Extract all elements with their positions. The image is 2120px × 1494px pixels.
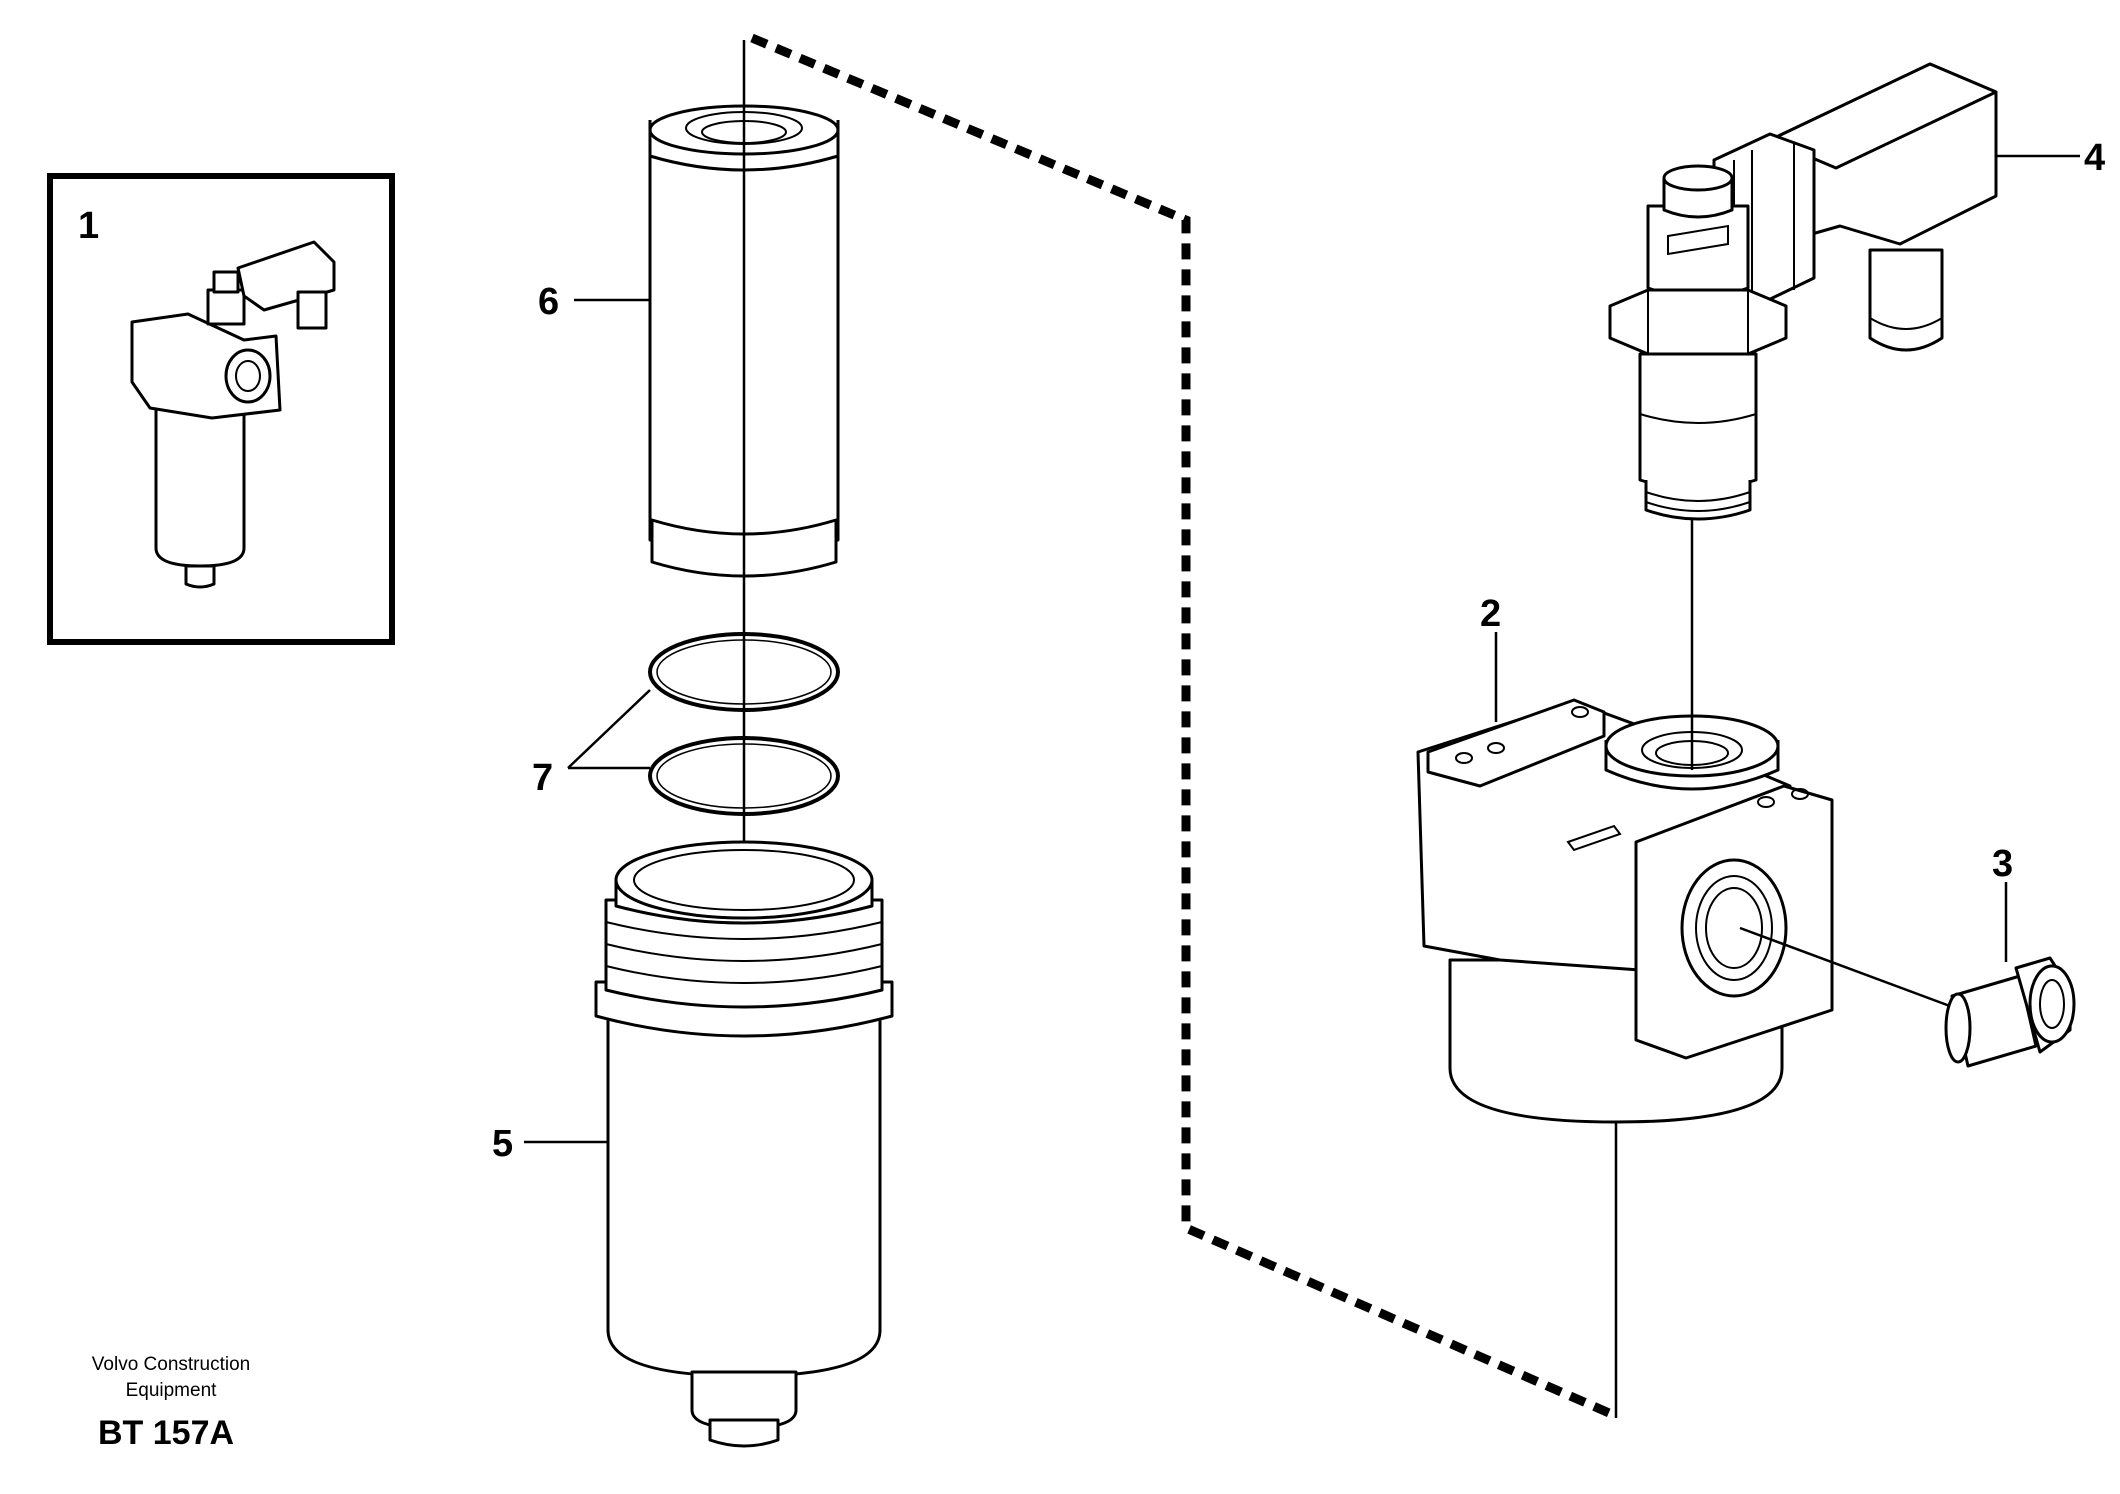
drawing-code: BT 157A bbox=[98, 1414, 234, 1452]
company-name-line2: Equipment bbox=[126, 1380, 218, 1401]
leader-lines bbox=[524, 154, 2080, 1144]
callout-7: 7 bbox=[532, 757, 553, 799]
axis-line-plug bbox=[1739, 926, 1967, 1014]
callout-5: 5 bbox=[492, 1123, 513, 1165]
filter-head bbox=[1416, 698, 1834, 1124]
callout-1: 1 bbox=[78, 205, 99, 247]
callout-labels: 1 2 3 4 5 6 7 bbox=[78, 137, 2105, 1165]
assembly-inset bbox=[47, 173, 395, 645]
dashed-group-bracket bbox=[750, 33, 1618, 1421]
assembled-filter-illustration bbox=[130, 240, 336, 589]
callout-3: 3 bbox=[1992, 843, 2013, 885]
company-name-line1: Volvo Construction bbox=[92, 1354, 250, 1375]
o-rings bbox=[648, 632, 840, 816]
callout-4: 4 bbox=[2084, 137, 2105, 179]
pressure-switch bbox=[1608, 62, 1998, 521]
inset-frame bbox=[47, 173, 395, 645]
leader-7a bbox=[567, 689, 651, 769]
plug bbox=[1944, 956, 2076, 1068]
callout-2: 2 bbox=[1480, 593, 1501, 635]
filter-bowl bbox=[594, 840, 894, 1448]
drawing-footer: Volvo Construction Equipment BT 157A bbox=[92, 1354, 250, 1452]
callout-6: 6 bbox=[538, 281, 559, 323]
